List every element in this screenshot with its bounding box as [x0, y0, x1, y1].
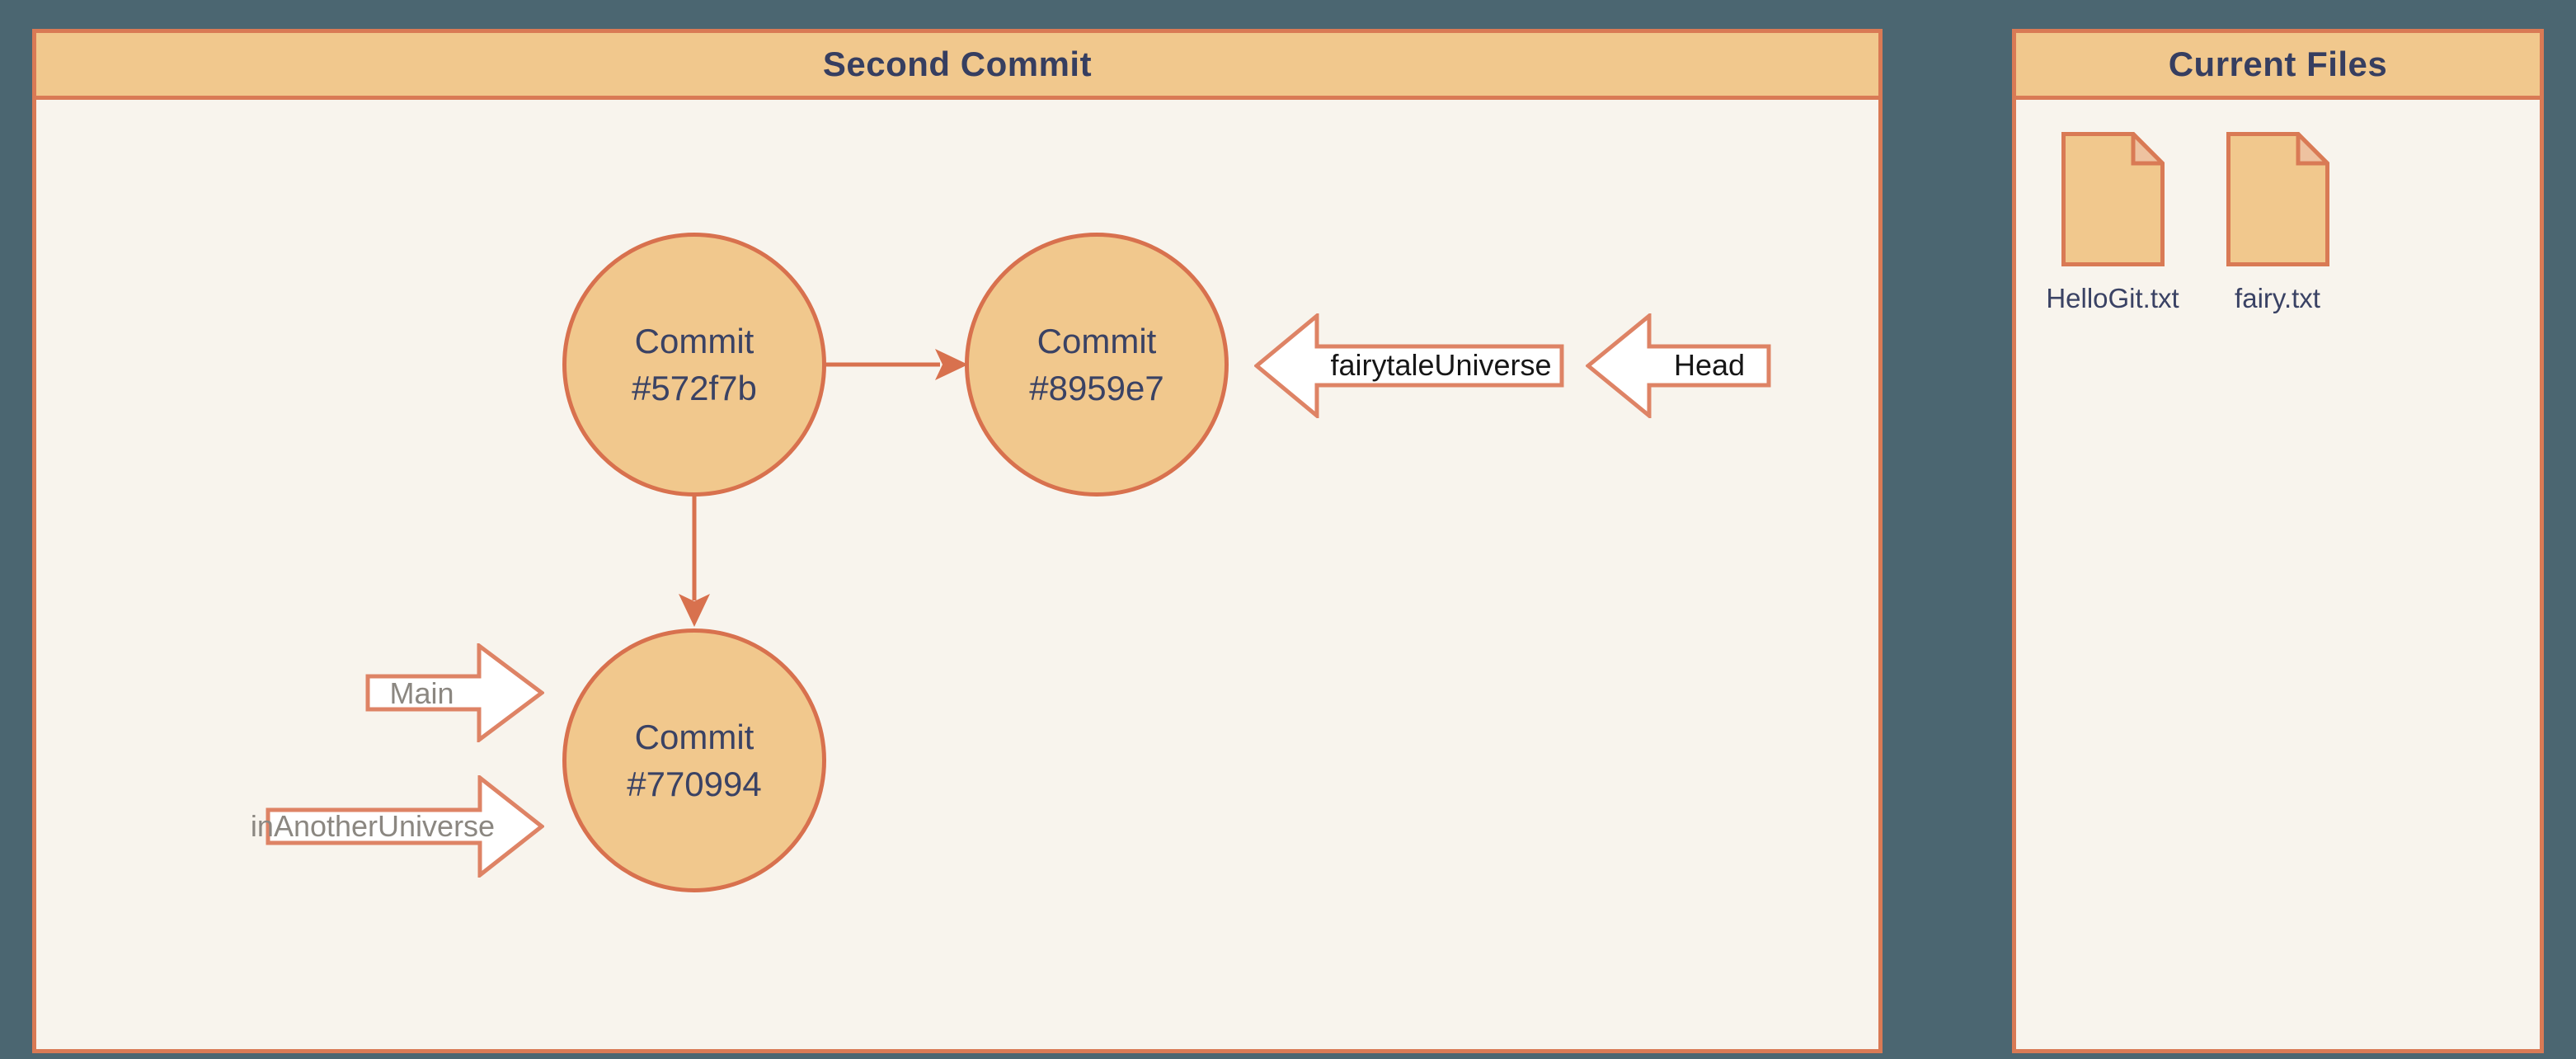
- branch-arrow-label: Head: [1673, 348, 1746, 382]
- commit-node-8959e7: Commit #8959e7: [965, 233, 1229, 497]
- current-files-body: HelloGit.txt fairy.txt: [2016, 100, 2540, 1049]
- second-commit-title: Second Commit: [822, 45, 1093, 83]
- head-arrow: [1586, 313, 1771, 418]
- branch-arrow-label: inAnotherUniverse: [250, 809, 496, 843]
- second-commit-header: Second Commit: [36, 33, 1878, 100]
- file-item: HelloGit.txt: [2038, 129, 2187, 314]
- commit-node-id: #770994: [627, 765, 762, 803]
- commit-node-572f7b: Commit #572f7b: [562, 233, 826, 497]
- branch-arrow-fairytaleuniverse: [1254, 313, 1564, 418]
- arrow-connector-572f7b-to-770994: [679, 495, 710, 627]
- file-name: fairy.txt: [2235, 283, 2320, 313]
- commit-node-770994: Commit #770994: [562, 628, 826, 892]
- current-files-header: Current Files: [2016, 33, 2540, 100]
- document-icon: [2226, 129, 2333, 266]
- commit-node-label: Commit: [634, 322, 754, 360]
- branch-arrow-inanotheruniverse: [266, 775, 544, 878]
- document-icon: [2061, 129, 2168, 266]
- branch-arrow-label: Main: [389, 676, 454, 710]
- current-files-title: Current Files: [2168, 45, 2388, 83]
- second-commit-body: Commit #572f7b Commit #8959e7 Commit #77…: [36, 100, 1878, 1049]
- arrow-connector-572f7b-to-8959e7: [825, 349, 968, 380]
- file-name: HelloGit.txt: [2046, 283, 2179, 313]
- branch-arrow-main: [365, 643, 544, 742]
- branch-arrow-label: fairytaleUniverse: [1330, 348, 1552, 382]
- commit-node-label: Commit: [634, 718, 754, 756]
- commit-node-label: Commit: [1037, 322, 1157, 360]
- second-commit-panel: Second Commit Commit #572f7b Commit #895…: [32, 29, 1883, 1053]
- current-files-panel: Current Files HelloGit.txt: [2012, 29, 2544, 1053]
- commit-node-id: #8959e7: [1029, 369, 1164, 407]
- commit-node-id: #572f7b: [632, 369, 757, 407]
- file-item: fairy.txt: [2203, 129, 2352, 314]
